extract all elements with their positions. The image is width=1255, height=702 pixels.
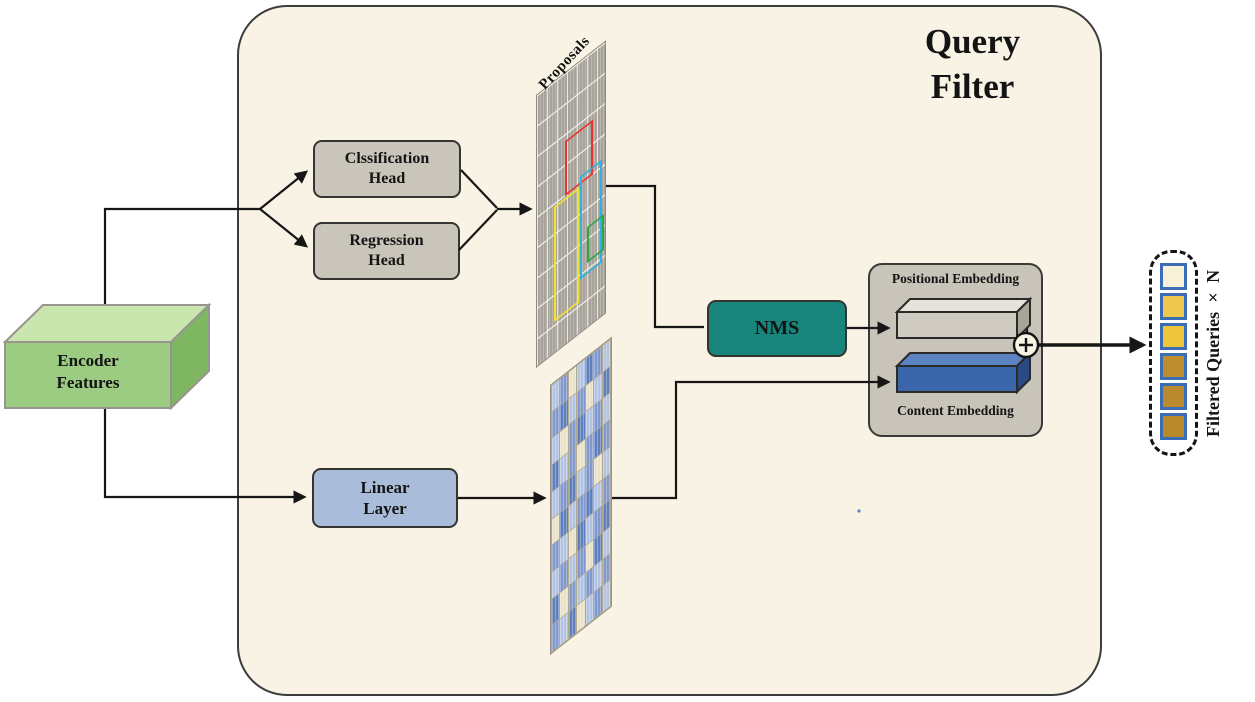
query-square: [1160, 293, 1187, 320]
positional-embedding-label: Positional Embedding: [891, 271, 1020, 286]
feature-cell: [568, 606, 577, 639]
encoder-top-face: [2, 304, 212, 343]
feature-cell: [602, 580, 610, 612]
regression-head-box: Regression Head: [313, 222, 460, 280]
query-square: [1160, 413, 1187, 440]
filtered-queries-bracket: [1149, 250, 1198, 456]
proposal-box-yellow: [554, 187, 579, 322]
classification-head-box: Clssification Head: [313, 140, 461, 198]
linear-layer-box: Linear Layer: [312, 468, 458, 528]
features-grid-wrap: [550, 336, 612, 655]
query-square: [1160, 383, 1187, 410]
classification-head-label: Clssification Head: [344, 150, 430, 187]
filtered-queries-label: Filtered Queries × N: [1203, 269, 1223, 437]
query-square: [1160, 353, 1187, 380]
features-grid: [550, 336, 612, 655]
feature-cell: [577, 600, 585, 632]
encoder-side-face: [170, 302, 210, 411]
feature-cell: [560, 613, 568, 645]
query-square: [1160, 323, 1187, 350]
feature-cell: [585, 593, 594, 626]
feature-cell: [594, 587, 602, 619]
regression-head-label: Regression Head: [349, 232, 424, 269]
nms-box: NMS: [707, 300, 847, 357]
query-square: [1160, 263, 1187, 290]
encoder-features-label: Encoder Features: [56, 351, 120, 393]
nms-label: NMS: [754, 317, 800, 339]
linear-layer-label: Linear Layer: [360, 477, 410, 518]
query-filter-title: Query Filter: [924, 22, 1021, 106]
feature-cell: [552, 619, 560, 652]
content-embedding-label: Content Embedding: [897, 403, 1014, 418]
